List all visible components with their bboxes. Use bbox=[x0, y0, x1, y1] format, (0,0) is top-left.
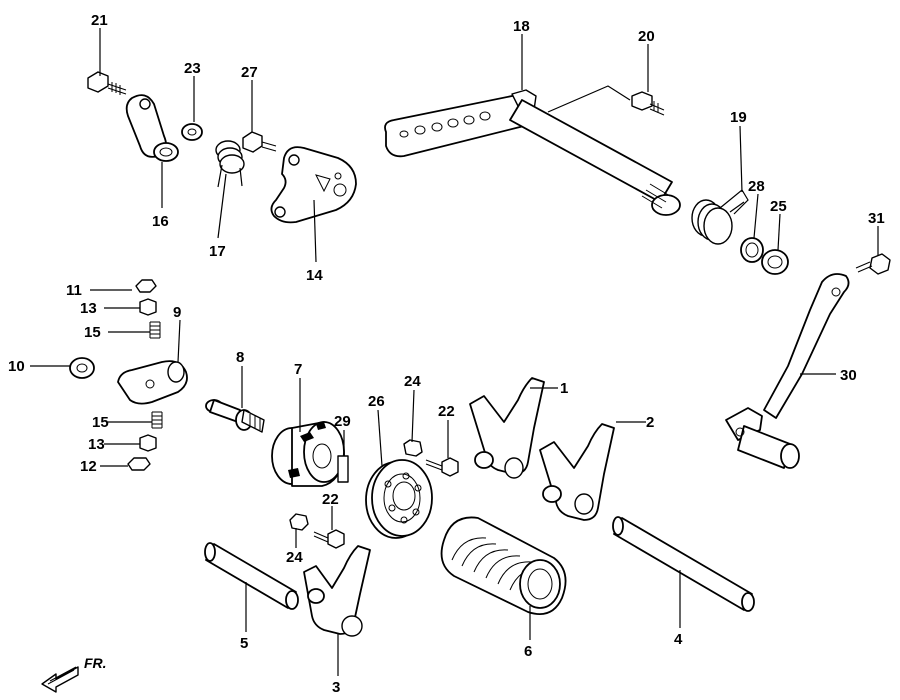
part-20-bolt bbox=[631, 91, 665, 116]
callout-3: 3 bbox=[332, 679, 340, 696]
part-1-shift-fork bbox=[469, 377, 545, 479]
leader-lines bbox=[30, 28, 879, 676]
callout-16: 16 bbox=[152, 213, 169, 230]
callout-11: 11 bbox=[66, 282, 82, 299]
callout-1: 1 bbox=[560, 380, 568, 397]
callout-8: 8 bbox=[236, 349, 244, 366]
callout-24-upper: 24 bbox=[404, 373, 421, 390]
callout-12: 12 bbox=[80, 458, 97, 475]
part-11-cap bbox=[135, 279, 157, 293]
part-17-spring bbox=[215, 140, 245, 188]
part-25-washer bbox=[761, 249, 789, 275]
part-2-shift-fork bbox=[539, 423, 615, 521]
part-28-collar bbox=[740, 237, 764, 263]
callout-15-bottom: 15 bbox=[92, 414, 109, 431]
part-26-bearing bbox=[365, 459, 433, 539]
part-8-guide-pin bbox=[205, 399, 265, 433]
part-16-stopper-arm bbox=[125, 94, 179, 162]
part-29-dowel-pin bbox=[337, 455, 349, 483]
part-30-shift-pedal bbox=[725, 273, 850, 469]
part-12-cap bbox=[127, 457, 151, 471]
callout-28: 28 bbox=[748, 178, 765, 195]
part-5-fork-shaft bbox=[204, 542, 299, 610]
part-19-return-spring bbox=[691, 189, 749, 245]
callout-18: 18 bbox=[513, 18, 530, 35]
callout-25: 25 bbox=[770, 198, 787, 215]
callout-14: 14 bbox=[306, 267, 323, 284]
part-24-lock-plate-lower bbox=[289, 513, 309, 531]
part-22-bolt-lower bbox=[313, 529, 345, 549]
part-15-spring-top bbox=[149, 321, 161, 339]
part-6-shift-drum bbox=[440, 516, 567, 616]
part-9-drum-stopper bbox=[117, 360, 188, 405]
part-18-shift-spindle bbox=[384, 85, 681, 216]
callout-31: 31 bbox=[868, 210, 885, 227]
callout-24-lower: 24 bbox=[286, 549, 303, 566]
part-7-shift-drum-cam bbox=[271, 421, 345, 487]
part-24-lock-plate-upper bbox=[403, 439, 423, 457]
callout-26: 26 bbox=[368, 393, 385, 410]
part-21-bolt bbox=[87, 71, 127, 95]
callout-20: 20 bbox=[638, 28, 655, 45]
callout-22-lower: 22 bbox=[322, 491, 339, 508]
callout-17: 17 bbox=[209, 243, 226, 260]
part-10-nut bbox=[69, 357, 95, 379]
callout-2: 2 bbox=[646, 414, 654, 431]
callout-27: 27 bbox=[241, 64, 258, 81]
part-22-bolt-upper bbox=[425, 457, 459, 477]
part-23-washer bbox=[181, 123, 203, 141]
callout-15-top: 15 bbox=[84, 324, 101, 341]
callout-22-upper: 22 bbox=[438, 403, 455, 420]
front-direction-arrow: FR. bbox=[41, 655, 107, 693]
part-14-plate bbox=[270, 146, 357, 224]
callout-4: 4 bbox=[674, 631, 683, 648]
part-31-bolt bbox=[855, 253, 891, 275]
part-27-bolt bbox=[242, 131, 277, 153]
callout-6: 6 bbox=[524, 643, 532, 660]
callout-13-top: 13 bbox=[80, 300, 97, 317]
part-13-plunger-top bbox=[139, 298, 157, 316]
callout-30: 30 bbox=[840, 367, 857, 384]
part-4-fork-shaft bbox=[612, 516, 755, 612]
callout-5: 5 bbox=[240, 635, 248, 652]
callout-19: 19 bbox=[730, 109, 747, 126]
part-3-shift-fork bbox=[303, 545, 371, 637]
callout-23: 23 bbox=[184, 60, 201, 77]
callout-13-bottom: 13 bbox=[88, 436, 105, 453]
callout-9: 9 bbox=[173, 304, 181, 321]
callout-21: 21 bbox=[91, 12, 108, 29]
callout-labels: 21 23 27 16 17 14 18 20 19 28 25 31 30 1… bbox=[8, 12, 885, 696]
callout-29: 29 bbox=[334, 413, 351, 430]
callout-10: 10 bbox=[8, 358, 25, 375]
part-13-plunger-bottom bbox=[139, 434, 157, 452]
callout-7: 7 bbox=[294, 361, 302, 378]
front-direction-label: FR. bbox=[84, 655, 107, 671]
part-15-spring-bottom bbox=[151, 411, 163, 429]
